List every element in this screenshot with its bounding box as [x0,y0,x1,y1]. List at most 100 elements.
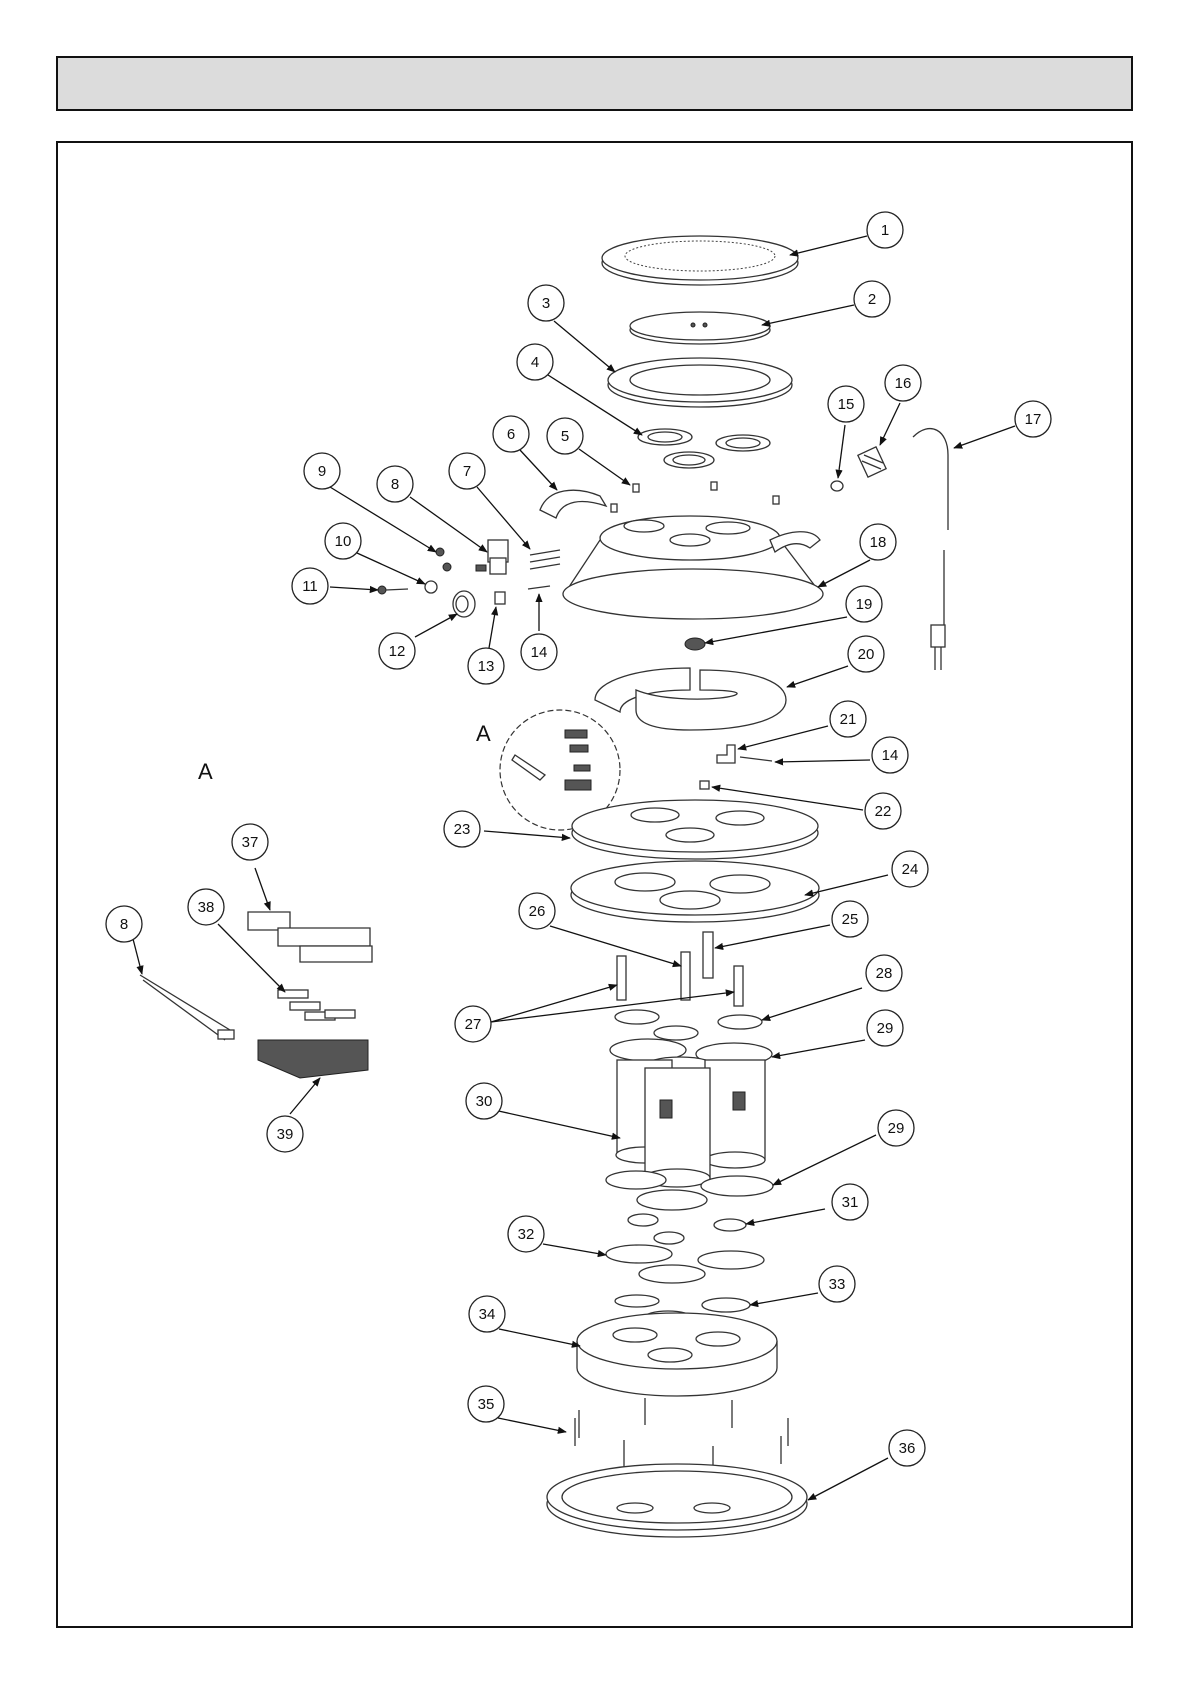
svg-text:28: 28 [876,965,893,982]
callout-25: 25 [832,901,868,937]
part-base-tray [547,1464,807,1537]
svg-text:13: 13 [478,658,495,675]
leader-27a [491,985,617,1022]
part-bracket [685,638,705,650]
part-base-disk [577,1313,777,1396]
leader-6 [520,450,557,490]
svg-text:3: 3 [542,295,550,312]
callout-5: 5 [547,418,583,454]
svg-text:33: 33 [829,1276,846,1293]
part-flanges [606,1245,764,1283]
leader-31 [746,1209,825,1224]
part-standoffs [617,932,743,1006]
callout-24: 24 [892,851,928,887]
part-gasket-plate [571,861,819,922]
leader-29a [772,1040,865,1057]
svg-text:16: 16 [895,375,912,392]
part-screws [436,548,451,571]
callout-19: 19 [846,586,882,622]
part-nut [425,581,437,593]
svg-text:20: 20 [858,646,875,663]
callout-34: 34 [469,1296,505,1332]
svg-text:22: 22 [875,803,892,820]
svg-text:8: 8 [120,916,128,933]
part-screw-small [378,586,408,594]
svg-text:26: 26 [529,903,546,920]
svg-text:27: 27 [465,1016,482,1033]
part-studs [575,1398,788,1474]
callout-22: 22 [865,793,901,829]
callout-20: 20 [848,636,884,672]
part-small-fitting [700,781,709,789]
svg-text:14: 14 [882,747,899,764]
part-pin-14 [528,586,550,589]
leader-2 [762,305,854,325]
part-handle [540,490,606,518]
callout-6: 6 [493,416,529,452]
callout-14: 14 [521,634,557,670]
part-gaskets [615,1010,762,1040]
callout-39: 39 [267,1116,303,1152]
svg-text:8: 8 [391,476,399,493]
part-top-plate [572,800,818,859]
part-fitting [495,592,505,604]
callout-33: 33 [819,1266,855,1302]
leader-18 [818,560,870,587]
svg-text:25: 25 [842,911,859,928]
svg-text:1: 1 [881,222,889,239]
leader-13 [489,607,496,648]
leader-34 [499,1329,580,1346]
callout-17: 17 [1015,401,1051,437]
svg-text:38: 38 [198,899,215,916]
leader-14b [775,760,870,762]
svg-text:7: 7 [463,463,471,480]
callout-2: 2 [854,281,890,317]
svg-text:29: 29 [888,1120,905,1137]
leader-36 [808,1458,888,1500]
callout-7: 7 [449,453,485,489]
part-collars [638,429,770,468]
callout-38: 38 [188,889,224,925]
leader-8b [132,935,142,974]
callout-4: 4 [517,344,553,380]
part-pin-14b [740,757,772,761]
svg-text:4: 4 [531,354,539,371]
svg-text:31: 31 [842,1194,859,1211]
svg-text:12: 12 [389,643,406,660]
svg-text:10: 10 [335,533,352,550]
svg-text:6: 6 [507,426,515,443]
leader-32 [543,1244,606,1255]
leader-1 [790,236,867,255]
svg-text:14: 14 [531,644,548,661]
leader-35 [498,1418,566,1432]
svg-text:29: 29 [877,1020,894,1037]
svg-text:21: 21 [840,711,857,728]
svg-text:39: 39 [277,1126,294,1143]
callout-28: 28 [866,955,902,991]
svg-text:9: 9 [318,463,326,480]
part-curved-shield [595,668,786,730]
part-housing [563,516,823,619]
callout-32: 32 [508,1216,544,1252]
callout-30: 30 [466,1083,502,1119]
leader-17 [954,426,1015,448]
leader-12 [415,614,457,637]
side-detail-label-a: A [198,759,213,784]
leader-3 [554,321,615,372]
leader-21 [738,726,828,749]
callout-26: 26 [519,893,555,929]
leader-39 [290,1078,320,1114]
part-star-nuts [628,1214,746,1244]
leader-29b [773,1135,876,1185]
part-pins [530,550,560,569]
svg-text:5: 5 [561,428,569,445]
callout-23: 23 [444,811,480,847]
callout-11: 11 [292,568,328,604]
leader-38 [218,924,285,992]
leader-37 [255,868,270,910]
leader-25 [715,925,830,948]
callout-13: 13 [468,648,504,684]
callout-9: 9 [304,453,340,489]
detail-a-parts [140,912,372,1078]
